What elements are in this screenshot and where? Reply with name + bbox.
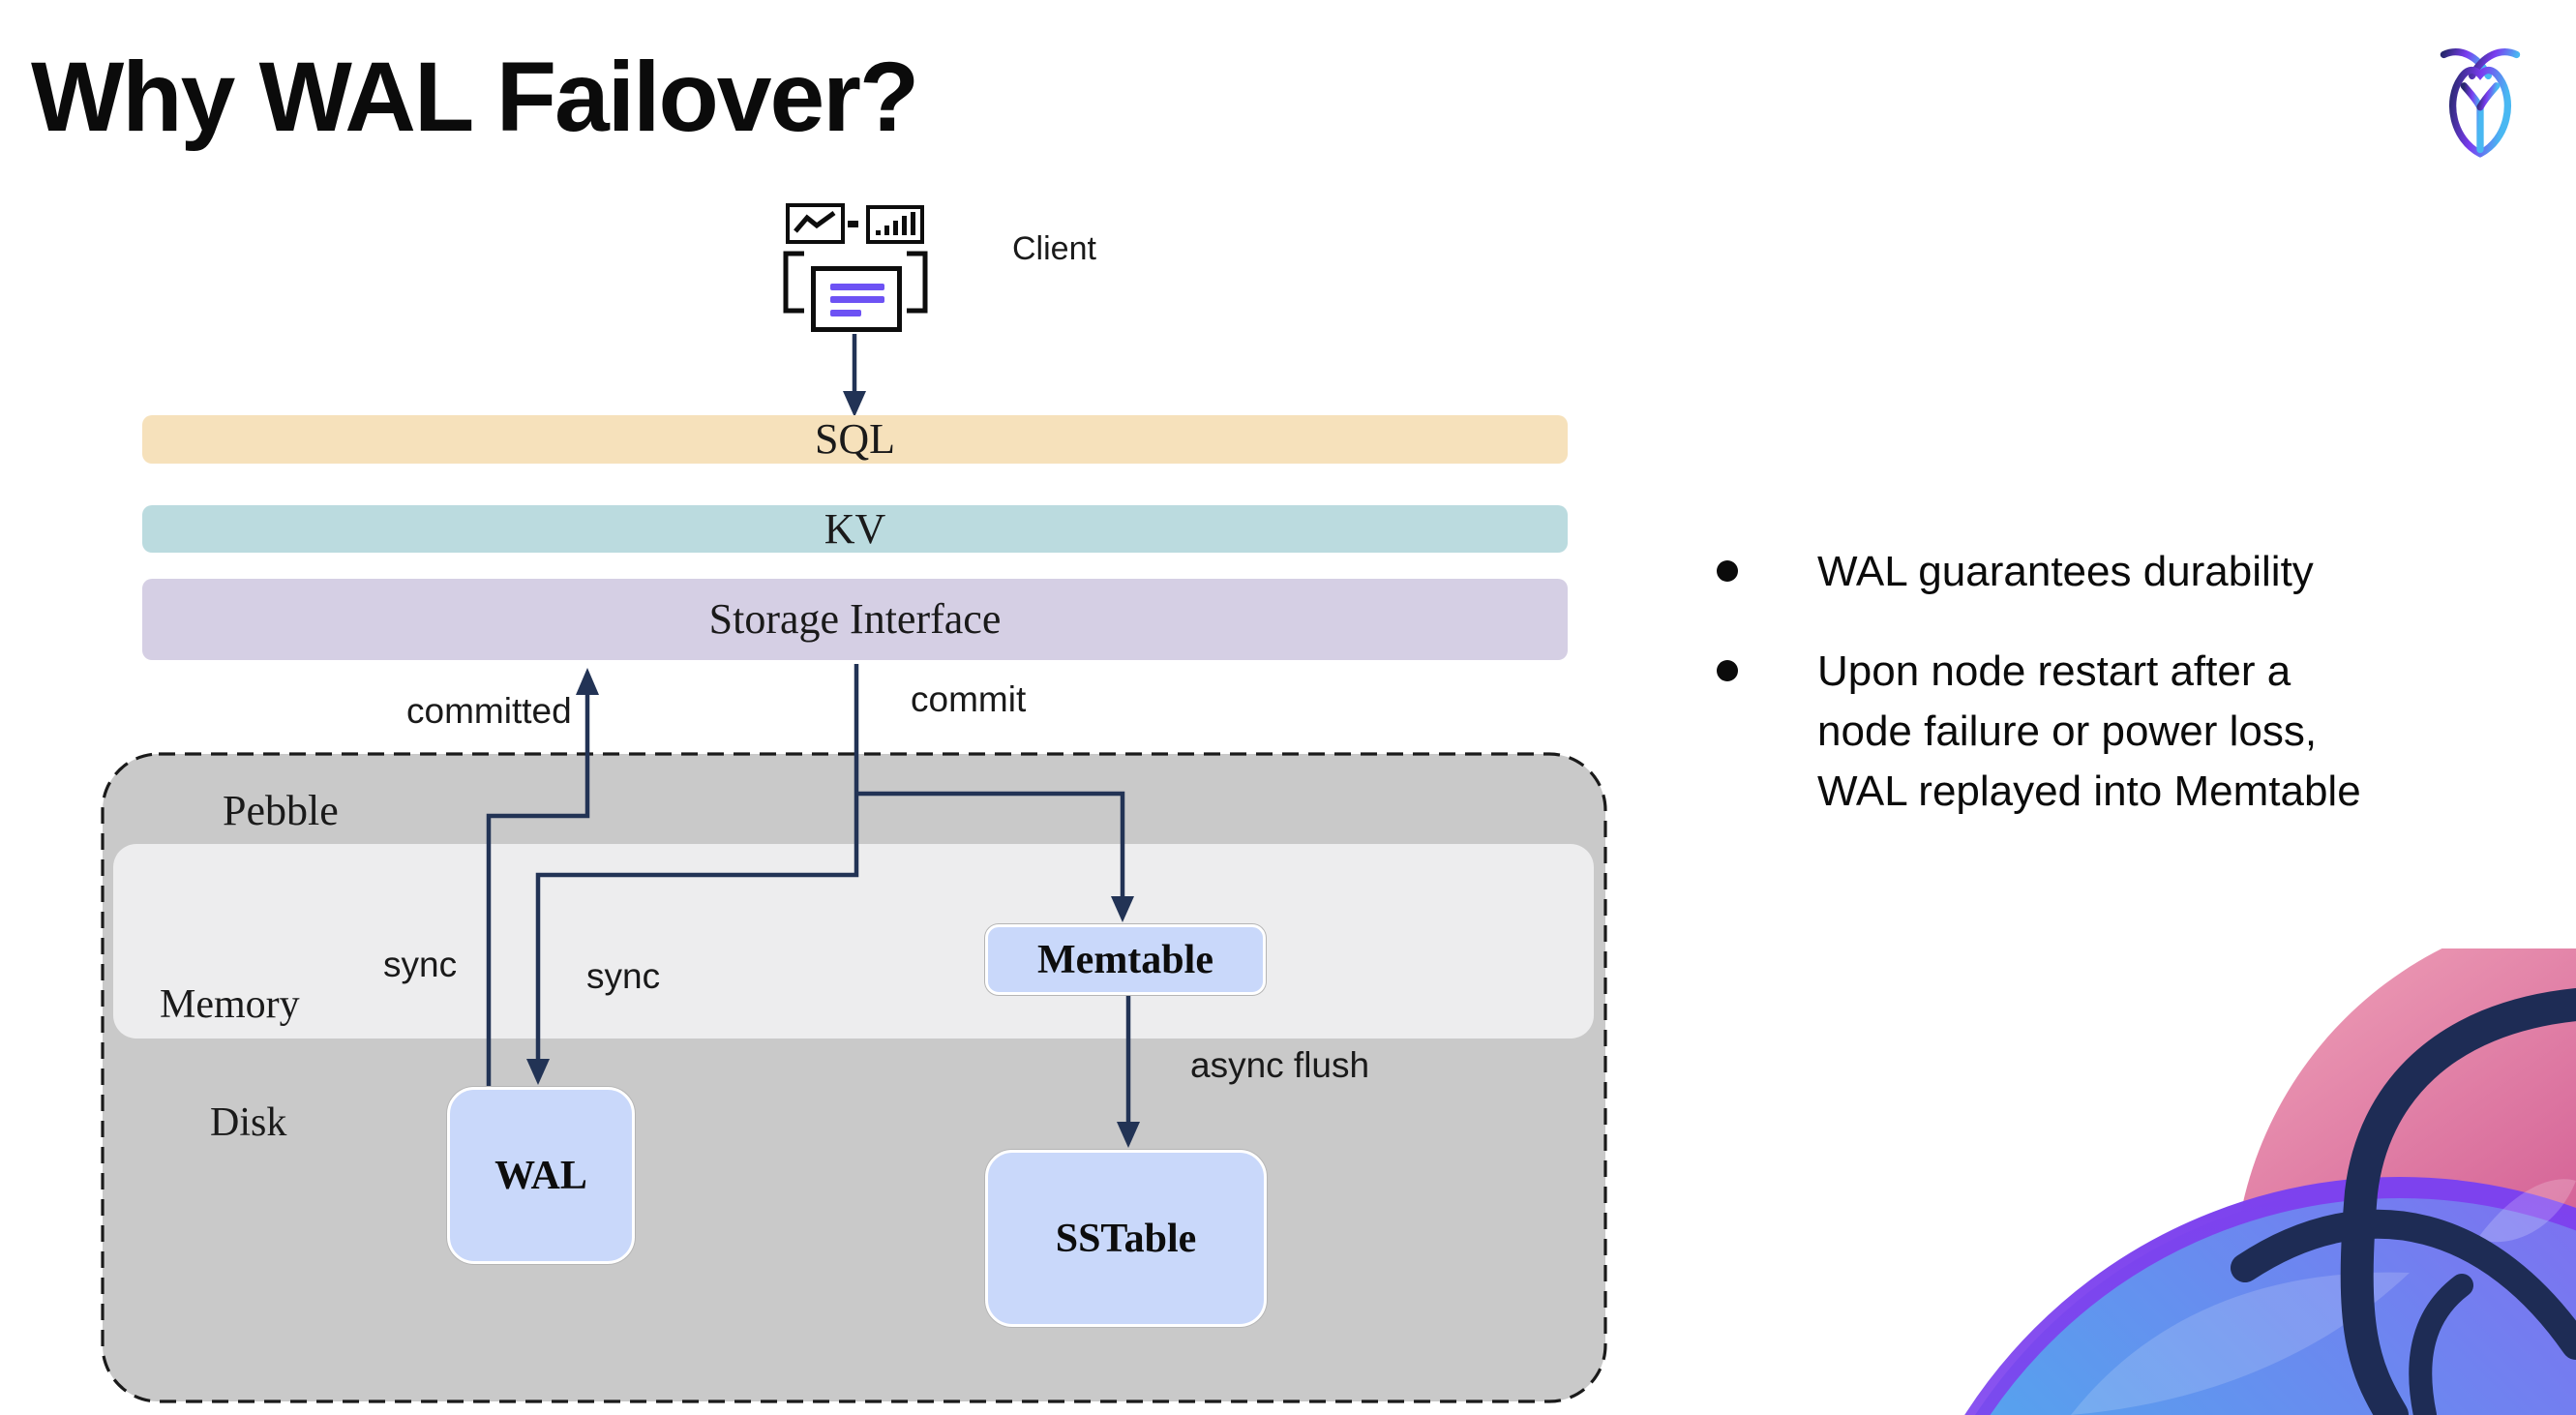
arrowhead-into-memtable bbox=[1111, 896, 1134, 922]
sstable-node: SSTable bbox=[985, 1150, 1267, 1327]
arrowhead-into-wal bbox=[526, 1059, 550, 1085]
leaf-highlight-2 bbox=[2477, 1179, 2576, 1243]
disk-label: Disk bbox=[210, 1100, 287, 1145]
pebble-label: Pebble bbox=[223, 787, 339, 834]
commit-sync-line bbox=[535, 664, 859, 1062]
edge-label-commit: commit bbox=[911, 679, 1027, 719]
wal-label: WAL bbox=[494, 1153, 587, 1198]
memory-label: Memory bbox=[160, 982, 300, 1027]
bar-chart-icon bbox=[866, 205, 924, 244]
bullet-item-replay: Upon node restart after a node failure o… bbox=[1817, 642, 2361, 822]
bullet-line: WAL guarantees durability bbox=[1817, 548, 2314, 595]
edge-label-sync-left: sync bbox=[383, 945, 458, 984]
bullet-dot bbox=[1717, 660, 1738, 681]
memtable-node: Memtable bbox=[985, 924, 1266, 995]
arrowheads bbox=[526, 391, 1140, 1148]
layer-bar-kv: KV bbox=[142, 505, 1568, 553]
sstable-label: SSTable bbox=[1055, 1216, 1197, 1261]
memtable-label: Memtable bbox=[1037, 937, 1213, 982]
bullet-item-durability: WAL guarantees durability bbox=[1817, 542, 2314, 602]
left-bracket-icon bbox=[783, 251, 804, 314]
client-screen-brackets bbox=[783, 251, 928, 314]
connector-dash-icon bbox=[848, 221, 858, 227]
flow-connectors bbox=[486, 334, 1131, 1125]
arrowhead-into-sql bbox=[843, 391, 866, 417]
edge-label-async-flush: async flush bbox=[1190, 1045, 1370, 1085]
wal-node: WAL bbox=[447, 1087, 635, 1264]
commit-memtable-line bbox=[856, 791, 1125, 899]
cockroach-logo-icon bbox=[2440, 48, 2521, 158]
document-icon bbox=[811, 266, 902, 332]
committed-line bbox=[486, 693, 590, 1086]
cockroach-brand-artwork bbox=[1964, 948, 2576, 1415]
bullet-dot bbox=[1717, 560, 1738, 582]
bullet-line: node failure or power loss, bbox=[1817, 708, 2318, 755]
bullet-line: WAL replayed into Memtable bbox=[1817, 768, 2361, 815]
edge-label-sync-right: sync bbox=[586, 956, 661, 996]
line-chart-icon bbox=[786, 203, 845, 244]
sphere-rim bbox=[1964, 1177, 2576, 1415]
edge-label-committed: committed bbox=[406, 691, 572, 731]
layer-bar-storage-interface: Storage Interface bbox=[142, 579, 1568, 660]
right-bracket-icon bbox=[907, 251, 928, 314]
layer-bar-sql: SQL bbox=[142, 415, 1568, 464]
bullet-line: Upon node restart after a bbox=[1817, 647, 2291, 695]
leaf-highlight bbox=[2071, 1272, 2410, 1415]
client-label: Client bbox=[1012, 230, 1096, 267]
cockroach-shell-strokes bbox=[2231, 988, 2576, 1415]
arrowhead-into-sstable bbox=[1117, 1122, 1140, 1148]
arrowhead-into-storage bbox=[576, 668, 599, 695]
slide-title: Why WAL Failover? bbox=[31, 42, 919, 152]
